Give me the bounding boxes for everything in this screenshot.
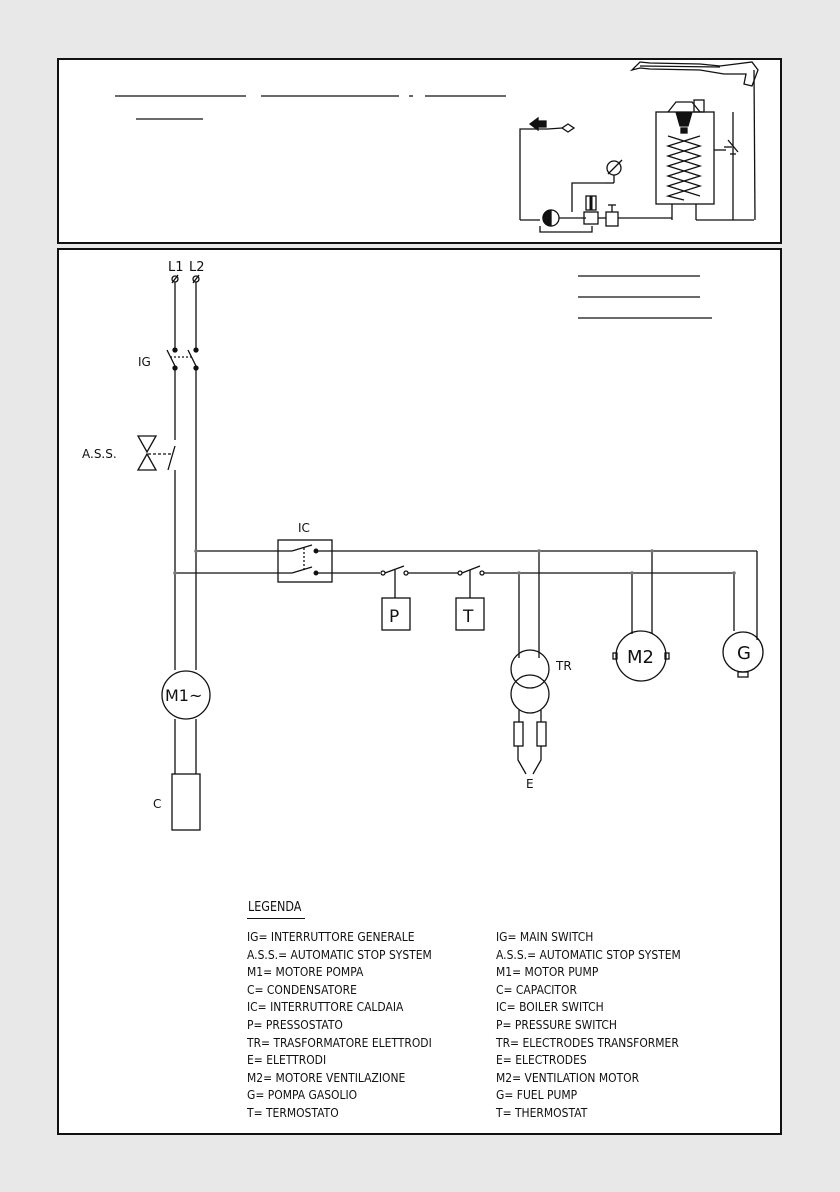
legend-entry: M1= MOTOR PUMP: [496, 964, 599, 980]
legend-entry: E= ELETTRODI: [247, 1052, 327, 1068]
legend-english: IG= MAIN SWITCH A.S.S.= AUTOMATIC STOP SY…: [496, 928, 681, 1122]
legend-italian: IG= INTERRUTTORE GENERALE A.S.S.= AUTOMAT…: [247, 928, 432, 1122]
boiler-thermostat-icon: [714, 112, 739, 220]
label-g: G: [737, 643, 751, 664]
legend-title: LEGENDA: [248, 900, 302, 915]
label-c: C: [153, 797, 161, 811]
legend-entry: P= PRESSOSTATO: [247, 1016, 343, 1032]
label-p: P: [389, 607, 399, 627]
thermostat-switch-t: [455, 565, 734, 631]
legend-entry: E= ELECTRODES: [496, 1052, 587, 1068]
label-m2: M2: [627, 647, 654, 668]
legend-entry: IG= INTERRUTTORE GENERALE: [247, 929, 415, 944]
pump-circuit-icon: [519, 116, 754, 233]
legend-entry: P= PRESSURE SWITCH: [496, 1016, 618, 1032]
wiring-diagram-panel: [57, 248, 782, 1135]
pressure-switch-p: [380, 565, 458, 631]
legend-entry: TR= ELECTRODES TRANSFORMER: [496, 1034, 679, 1050]
legend-entry: T= THERMOSTAT: [496, 1104, 588, 1120]
title-placeholder-lines: [115, 95, 506, 120]
label-t: T: [462, 607, 474, 627]
legend-title-underline: [247, 918, 305, 919]
legend-entry: M2= MOTORE VENTILAZIONE: [247, 1069, 406, 1085]
legend-entry: G= FUEL PUMP: [496, 1087, 578, 1103]
ventilation-motor-m2: [612, 551, 670, 682]
electrodes-transformer-tr: [510, 551, 550, 775]
boiler-icon: [655, 99, 715, 220]
fuel-pump-g: [722, 551, 764, 678]
label-ig: IG: [138, 355, 151, 369]
legend-entry: TR= TRASFORMATORE ELETTRODI: [247, 1034, 432, 1050]
legend-entry: T= TERMOSTATO: [247, 1104, 339, 1120]
hydraulic-schematic-panel: [57, 58, 782, 244]
label-m1: M1~: [165, 686, 202, 705]
boiler-switch-ic: [175, 539, 757, 583]
label-e: E: [526, 777, 534, 791]
legend-entry: A.S.S.= AUTOMATIC STOP SYSTEM: [247, 946, 432, 962]
label-ic: IC: [298, 521, 310, 535]
legend-entry: M2= VENTILATION MOTOR: [496, 1069, 640, 1085]
legend-entry: M1= MOTORE POMPA: [247, 964, 364, 980]
legend-entry: IC= INTERRUTTORE CALDAIA: [247, 999, 404, 1015]
legend-entry: IG= MAIN SWITCH: [496, 929, 594, 944]
automatic-stop-system-switch: [136, 432, 176, 670]
main-switch-ig: [166, 347, 199, 371]
legend-entry: A.S.S.= AUTOMATIC STOP SYSTEM: [496, 946, 681, 962]
label-l1: L1: [168, 260, 184, 275]
label-tr: TR: [555, 659, 572, 673]
hydraulic-schematic: [115, 61, 759, 233]
label-ass: A.S.S.: [82, 447, 117, 461]
legend-entry: C= CONDENSATORE: [247, 981, 357, 997]
pump-motor-m1: [161, 670, 211, 774]
capacitor-c: [171, 773, 201, 831]
legend-entry: IC= BOILER SWITCH: [496, 999, 604, 1015]
label-l2: L2: [189, 260, 205, 275]
legend-entry: G= POMPA GASOLIO: [247, 1087, 358, 1103]
legend-entry: C= CAPACITOR: [496, 981, 577, 997]
spray-gun-icon: [629, 61, 759, 221]
